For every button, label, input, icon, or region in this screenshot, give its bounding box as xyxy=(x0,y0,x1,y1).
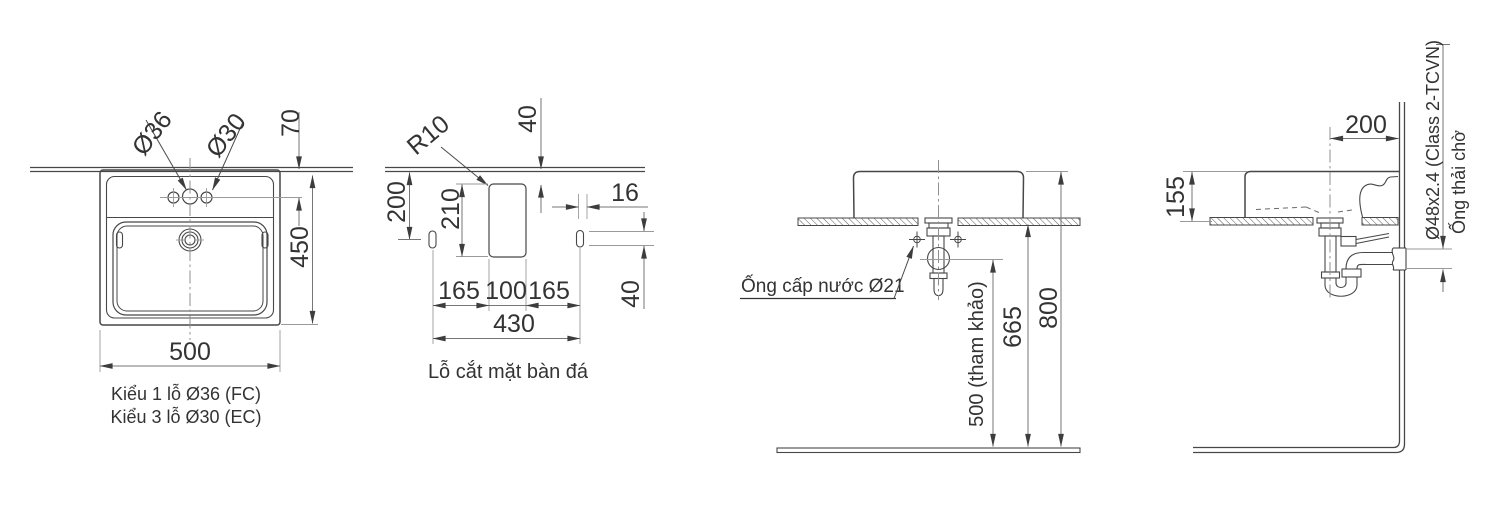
dim-450: 450 xyxy=(281,175,318,325)
dim-210: 210 xyxy=(437,183,488,257)
leader-dia30: Ø30 xyxy=(201,108,252,191)
dim-40-right-text: 40 xyxy=(617,280,645,308)
top-view-caption-1: Kiểu 1 lỗ Ø36 (FC) xyxy=(111,383,261,404)
dim-500: 500 xyxy=(99,330,281,372)
overflow-slots xyxy=(115,231,269,249)
sink-interior-hidden-lines xyxy=(1255,175,1399,218)
dim-40-top: 40 xyxy=(514,98,544,213)
dim-165-left-text: 165 xyxy=(438,277,480,305)
dim-500-ref-text: 500 (tham khảo) xyxy=(966,281,988,427)
floor-line-front xyxy=(776,447,1081,454)
dim-200-left-text: 200 xyxy=(383,181,411,223)
dim-200-wall: 200 xyxy=(1330,111,1399,142)
dim-155-text: 155 xyxy=(1162,176,1190,218)
leader-r10: R10 xyxy=(402,110,489,186)
top-view: Ø36 Ø30 70 450 500 Kiểu 1 lỗ Ø36 (FC) Ki… xyxy=(30,106,353,427)
waste-pipe-spec-text: Ø48x2.4 (Class 2-TCVN) xyxy=(1423,40,1443,240)
dim-100-text: 100 xyxy=(485,277,527,305)
dim-665-text: 665 xyxy=(999,306,1027,348)
side-view: 200 155 Ø48x2.4 (Class 2-TCVN) Ống thải … xyxy=(1162,40,1469,454)
dim-800: 800 xyxy=(1026,171,1068,447)
dim-155: 155 xyxy=(1162,171,1247,222)
cutout-caption: Lỗ cắt mặt bàn đá xyxy=(428,360,589,383)
clip-holes xyxy=(428,229,585,249)
dim-dia36: Ø36 xyxy=(127,106,178,160)
dim-450-text: 450 xyxy=(286,226,314,268)
dim-r10-text: R10 xyxy=(402,110,455,161)
dim-70-text: 70 xyxy=(277,109,305,137)
dim-waste-pipe: Ø48x2.4 (Class 2-TCVN) Ống thải chờ xyxy=(1406,40,1469,292)
dim-500-text: 500 xyxy=(169,338,211,366)
dim-chain: 165 100 165 430 xyxy=(432,248,581,344)
cutout-view: R10 40 200 210 16 xyxy=(383,98,654,383)
wall-and-floor xyxy=(1193,102,1406,454)
dim-40-right: 40 xyxy=(589,212,654,309)
dim-165-right-text: 165 xyxy=(528,277,570,305)
supply-label-group: Ống cấp nước Ø21 xyxy=(740,245,914,300)
dim-16: 16 xyxy=(552,179,648,219)
supply-point-marks xyxy=(909,231,966,248)
dim-16-text: 16 xyxy=(611,179,639,207)
dim-200-left: 200 xyxy=(383,172,421,240)
sink-outline-side xyxy=(1244,170,1399,218)
drain-trap-assembly xyxy=(1316,217,1394,297)
dim-665: 665 xyxy=(999,224,1031,447)
leader-dia36: Ø36 xyxy=(127,106,187,191)
top-view-caption-2: Kiểu 3 lỗ Ø30 (EC) xyxy=(110,406,261,427)
waste-pipe-name-text: Ống thải chờ xyxy=(1448,130,1469,234)
dim-800-text: 800 xyxy=(1035,287,1063,329)
dim-210-text: 210 xyxy=(437,188,465,230)
supply-label-text: Ống cấp nước Ø21 xyxy=(741,275,905,297)
countertop-edge-line-2 xyxy=(385,166,645,173)
dim-70: 70 xyxy=(277,109,305,226)
countertop-side xyxy=(1209,217,1399,226)
dim-200-wall-text: 200 xyxy=(1345,111,1387,139)
cutout-slot xyxy=(488,183,527,258)
dim-430-text: 430 xyxy=(493,310,535,338)
countertop-front xyxy=(797,217,1081,226)
waste-pipe-stub xyxy=(1391,247,1407,271)
dim-40-top-text: 40 xyxy=(514,105,542,133)
front-view: Ống cấp nước Ø21 500 (tham khảo) 665 800 xyxy=(740,160,1081,454)
hole-center-marks xyxy=(160,188,302,207)
dim-500-ref: 500 (tham khảo) xyxy=(966,259,996,447)
dim-dia30: Ø30 xyxy=(201,108,252,162)
